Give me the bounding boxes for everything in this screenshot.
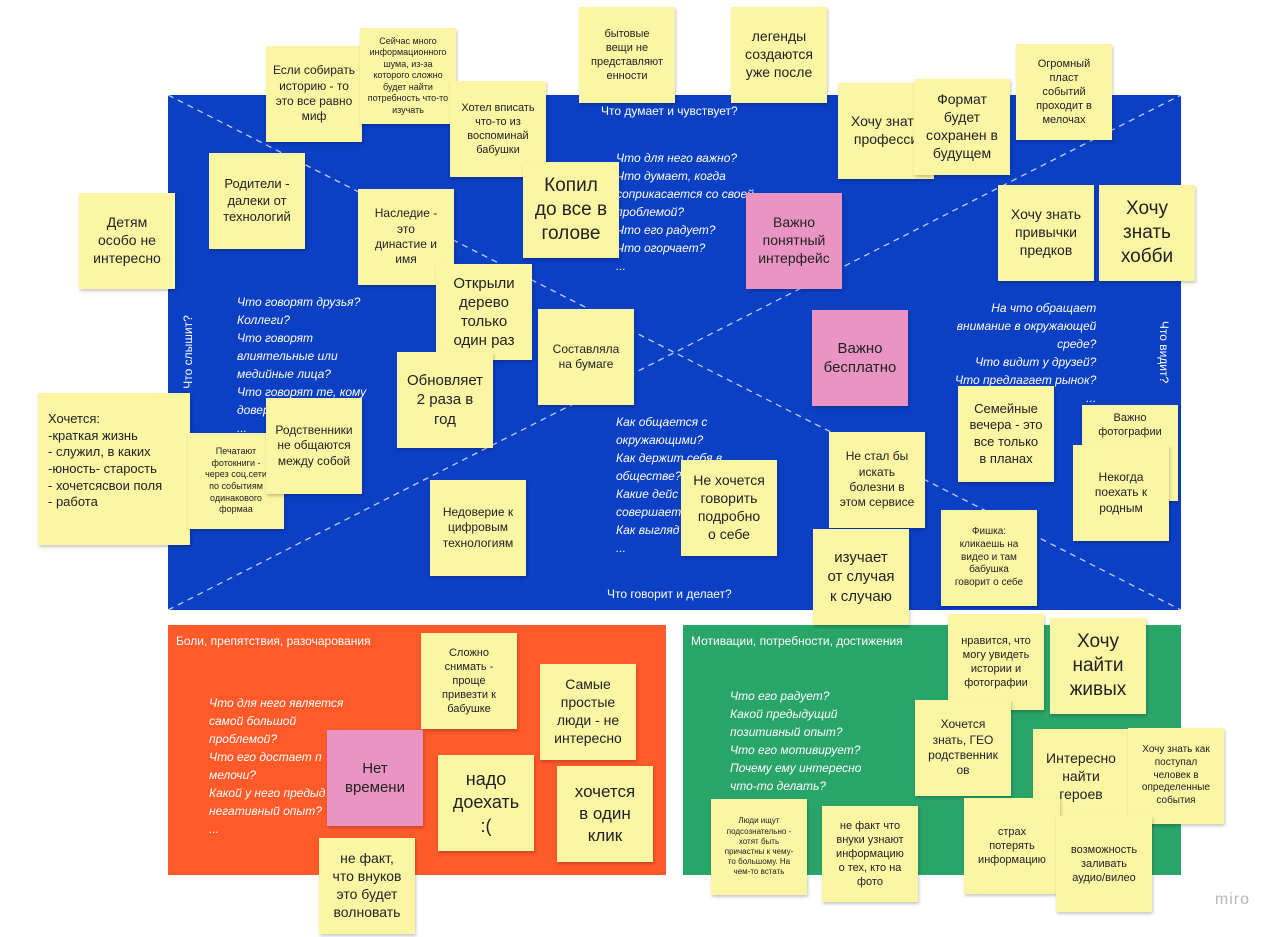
sticky-note[interactable]: Хочу знать хобби [1099, 185, 1195, 281]
sticky-note[interactable]: Детям особо не интересно [79, 193, 175, 289]
sticky-note[interactable]: Сейчас много информационного шума, из-за… [360, 28, 456, 124]
sticky-note[interactable]: Хочу найти живых [1050, 618, 1146, 714]
sticky-note[interactable]: хочется в один клик [557, 766, 653, 862]
sticky-note[interactable]: Открыли дерево только один раз [436, 264, 532, 360]
sticky-note[interactable]: Интересно найти героев [1033, 729, 1129, 825]
sticky-note[interactable]: Хочется знать, ГЕО родственник ов [915, 700, 1011, 796]
sticky-note[interactable]: Фишка: кликаешь на видео и там бабушка г… [941, 510, 1037, 606]
label-thinks: Что думает и чувствует? [601, 104, 738, 118]
sticky-note[interactable]: Некогда поехать к родным [1073, 445, 1169, 541]
sticky-note[interactable]: Самые простые люди - не интересно [540, 664, 636, 760]
sticky-note[interactable]: возможность заливать аудио/вилео [1056, 816, 1152, 912]
sticky-note[interactable]: Обновляет 2 раза в год [397, 352, 493, 448]
gains-title: Мотивации, потребности, достижения [691, 634, 903, 648]
pains-title: Боли, препятствия, разочарования [176, 634, 371, 648]
miro-logo: miro [1214, 891, 1250, 908]
sticky-note[interactable]: Хочется: -краткая жизнь - служил, в каки… [38, 393, 190, 545]
sticky-note[interactable]: надо доехать :( [438, 755, 534, 851]
sticky-note[interactable]: Важно бесплатно [812, 310, 908, 406]
sticky-note[interactable]: изучает от случая к случаю [813, 529, 909, 625]
sticky-note[interactable]: бытовые вещи не представляют енности [579, 7, 675, 103]
questions-says: Как общается с окружающими? Как держит с… [616, 415, 723, 555]
questions-thinks: Что для него важно? Что думает, когда со… [616, 151, 754, 273]
sticky-note[interactable]: Формат будет сохранен в будущем [914, 79, 1010, 175]
sticky-note[interactable]: Люди ищут подсознательно - хотят быть пр… [711, 799, 807, 895]
sticky-note[interactable]: Хочу знать привычки предков [998, 185, 1094, 281]
pains-questions: Что для него является самой большой проб… [209, 696, 344, 836]
sticky-note[interactable]: Нет времени [327, 730, 423, 826]
sticky-note[interactable]: Хотел вписать что-то из воспоминай бабуш… [450, 81, 546, 177]
sticky-note[interactable]: Огромный пласт событий проходит в мелоча… [1016, 44, 1112, 140]
questions-hears: Что говорят друзья? Коллеги? Что говорят… [237, 295, 367, 435]
sticky-note[interactable]: страх потерять информацию [964, 798, 1060, 894]
sticky-note[interactable]: Копил до все в голове [523, 162, 619, 258]
sticky-note[interactable]: Родители - далеки от технологий [209, 153, 305, 249]
gains-questions: Что его радует? Какой предыдущий позитив… [730, 689, 862, 793]
sticky-note[interactable]: Недоверие к цифровым технологиям [430, 480, 526, 576]
sticky-note[interactable]: Составляла на бумаге [538, 309, 634, 405]
sticky-note[interactable]: Хочу знать как поступал человек в опреде… [1128, 728, 1224, 824]
sticky-note[interactable]: не факт что внуки узнают информацию о те… [822, 806, 918, 902]
sticky-note[interactable]: Если собирать историю - то это все равно… [266, 46, 362, 142]
sticky-note[interactable]: Сложно снимать - проще привезти к бабушк… [421, 633, 517, 729]
sticky-note[interactable]: Важно понятный интерфейс [746, 193, 842, 289]
sticky-note[interactable]: нравится, что могу увидеть истории и фот… [948, 614, 1044, 710]
sticky-note[interactable]: легенды создаются уже после [731, 7, 827, 103]
sticky-note[interactable]: Родственники не общаются между собой [266, 398, 362, 494]
sticky-note[interactable]: Печатают фотокниги - через соц.сети по с… [188, 433, 284, 529]
sticky-note[interactable]: Не стал бы искать болезни в этом сервисе [829, 432, 925, 528]
label-sees: Что видит? [1157, 320, 1171, 384]
questions-sees: На что обращает внимание в окружающей ср… [955, 301, 1097, 405]
label-says: Что говорит и делает? [607, 587, 732, 601]
sticky-note[interactable]: Семейные вечера - это все только в плана… [958, 386, 1054, 482]
sticky-note[interactable]: Не хочется говорить подробно о себе [681, 460, 777, 556]
sticky-note[interactable]: не факт, что внуков это будет волновать [319, 838, 415, 934]
